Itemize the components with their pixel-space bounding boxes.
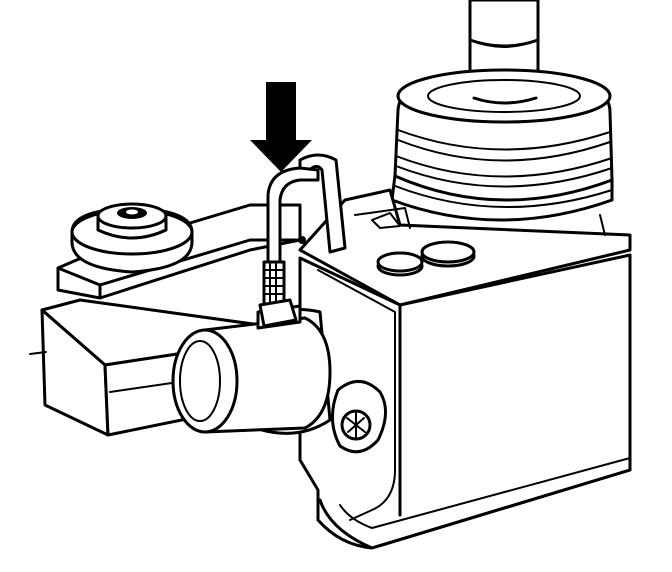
pointer-arrow	[250, 82, 312, 172]
round-nut	[70, 202, 194, 274]
housing-screw	[331, 380, 387, 454]
rubber-boot	[390, 68, 614, 222]
u-shaped-wire-clip	[258, 153, 347, 328]
housing-body	[298, 188, 632, 550]
